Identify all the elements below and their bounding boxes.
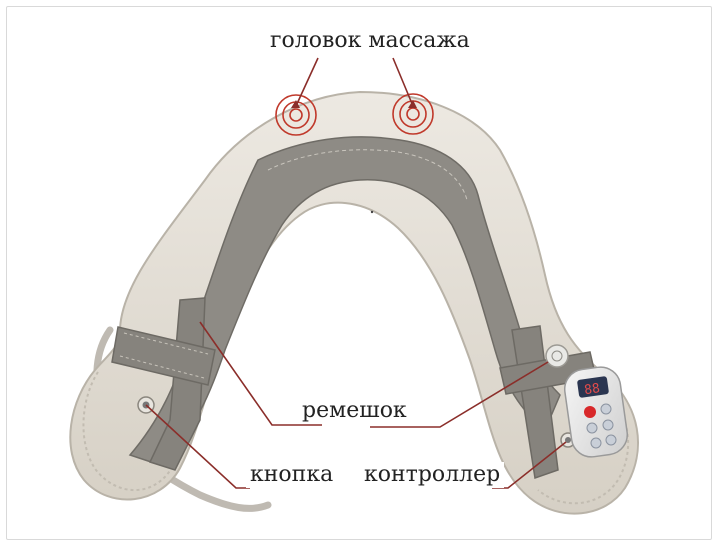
power-button [584, 406, 596, 418]
label-strap: ремешок [298, 398, 411, 424]
controller-button [605, 434, 617, 446]
controller-button [586, 422, 598, 434]
label-controller: контроллер [360, 462, 505, 488]
image-frame [6, 6, 712, 540]
controller-panel: 88 [563, 366, 629, 458]
left-strap [111, 297, 216, 471]
controller-button [600, 403, 612, 415]
leader-line-strap-left [199, 321, 322, 426]
arrow-heads-right [408, 100, 417, 108]
leader-line-button [145, 404, 250, 489]
grey-fabric-band [128, 136, 561, 466]
small-dot [370, 210, 374, 214]
leader-line-strap-right [370, 361, 549, 428]
band-stitching [267, 149, 468, 201]
controller-button [602, 419, 614, 431]
leader-line-heads-right [392, 57, 414, 107]
label-button: кнопка [246, 462, 338, 488]
controller-button [590, 437, 602, 449]
logo-badge [545, 344, 569, 368]
body-seam [82, 371, 176, 492]
leader-line-heads-left [295, 57, 319, 107]
leader-lines [145, 57, 567, 489]
massager-body [69, 90, 639, 515]
label-massage-heads: головок массажа [266, 28, 474, 54]
controller-display-digits: 88 [583, 381, 601, 398]
leader-line-controller [492, 441, 567, 489]
arrow-heads-left [291, 100, 300, 108]
